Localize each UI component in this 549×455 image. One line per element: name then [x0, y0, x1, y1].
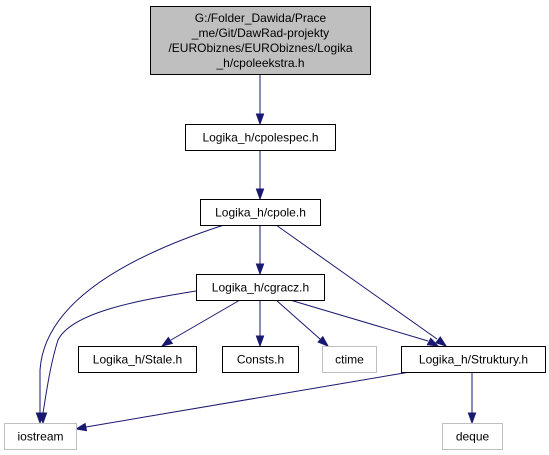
- edge-arrowhead: [435, 336, 448, 347]
- edge-cgracz-to-iostream: [38, 290, 197, 425]
- edge-cpolespec-to-cpole: [255, 150, 265, 201]
- node-root[interactable]: G:/Folder_Dawida/Prace_me/Git/DawRad-pro…: [150, 6, 371, 75]
- edge-arrowhead: [160, 336, 174, 347]
- edge-line: [85, 371, 411, 428]
- edge-cpole-to-iostream: [35, 224, 225, 425]
- node-cgracz[interactable]: Logika_h/cgracz.h: [196, 274, 325, 301]
- edge-cpole-to-cgracz: [255, 225, 265, 276]
- node-label: /EURObiznes/EURObiznes/Logika: [168, 41, 352, 55]
- edge-root-to-cpolespec: [255, 74, 265, 126]
- edge-arrowhead: [255, 188, 265, 201]
- node-label: G:/Folder_Dawida/Prace: [195, 11, 327, 25]
- node-box: [185, 124, 336, 151]
- node-iostream: iostream: [4, 423, 77, 450]
- edge-arrowhead: [467, 412, 477, 425]
- edge-line: [39, 224, 225, 413]
- edge-arrowhead: [255, 263, 265, 276]
- edge-cgracz-to-stale: [160, 299, 241, 347]
- edge-line: [289, 299, 429, 342]
- edge-cgracz-to-consts: [255, 300, 265, 348]
- node-label: Logika_h/cpolespec.h: [202, 131, 318, 145]
- edge-cgracz-to-ctime: [275, 299, 330, 347]
- edge-arrowhead: [74, 422, 88, 432]
- node-label: Logika_h/Struktury.h: [419, 353, 528, 367]
- edge-line: [42, 290, 197, 414]
- edge-cpole-to-struktury: [275, 224, 448, 347]
- edge-arrowhead: [255, 335, 265, 348]
- edge-line: [170, 299, 241, 341]
- node-box: [200, 199, 321, 226]
- node-box: [401, 346, 546, 373]
- node-box: [78, 346, 197, 373]
- node-box: [322, 346, 377, 373]
- edge-struktury-to-deque: [467, 372, 477, 425]
- node-label: Logika_h/cpole.h: [215, 206, 306, 220]
- node-box: [196, 274, 325, 301]
- node-box: [4, 423, 77, 450]
- node-label: _me/Git/DawRad-projekty: [191, 26, 329, 40]
- node-cpolespec[interactable]: Logika_h/cpolespec.h: [185, 124, 336, 151]
- node-stale[interactable]: Logika_h/Stale.h: [78, 346, 197, 373]
- node-cpole[interactable]: Logika_h/cpole.h: [200, 199, 321, 226]
- edge-struktury-to-iostream: [74, 371, 411, 432]
- node-deque: deque: [442, 423, 503, 450]
- edge-arrowhead: [426, 337, 440, 347]
- node-label: iostream: [17, 430, 63, 444]
- edge-arrowhead: [317, 335, 330, 347]
- node-struktury[interactable]: Logika_h/Struktury.h: [401, 346, 546, 373]
- edge-line: [275, 224, 438, 340]
- node-box: [442, 423, 503, 450]
- node-box: [222, 346, 299, 373]
- node-label: deque: [456, 430, 490, 444]
- edge-arrowhead: [255, 113, 265, 126]
- node-label: Consts.h: [237, 353, 284, 367]
- node-ctime: ctime: [322, 346, 377, 373]
- nodes-layer: G:/Folder_Dawida/Prace_me/Git/DawRad-pro…: [4, 6, 546, 450]
- node-box: [150, 6, 371, 75]
- node-label: Logika_h/cgracz.h: [212, 281, 309, 295]
- edge-cgracz-to-struktury: [289, 299, 440, 347]
- node-label: Logika_h/Stale.h: [93, 353, 182, 367]
- edge-line: [275, 299, 321, 340]
- node-consts[interactable]: Consts.h: [222, 346, 299, 373]
- node-label: _h/cpoleekstra.h: [215, 56, 304, 70]
- node-label: ctime: [335, 353, 364, 367]
- edge-arrowhead: [38, 412, 48, 425]
- edges-layer: [35, 74, 477, 432]
